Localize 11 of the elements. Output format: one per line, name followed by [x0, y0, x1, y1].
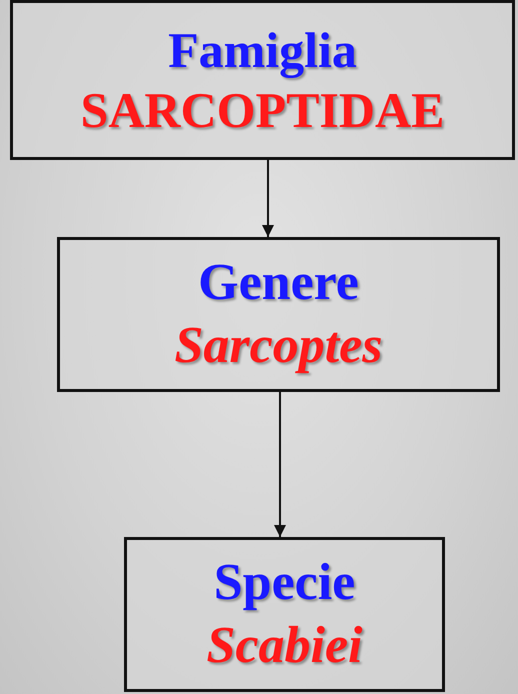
rank-label: Specie — [214, 553, 356, 614]
taxon-name: Sarcoptes — [174, 316, 382, 376]
rank-label: Genere — [198, 253, 359, 314]
taxon-box — [10, 0, 515, 160]
taxon-box — [124, 537, 445, 692]
taxon-box — [57, 237, 500, 392]
arrow — [274, 392, 286, 537]
arrow — [262, 160, 274, 237]
rank-label: Famiglia — [168, 21, 357, 80]
taxon-name: Scabiei — [206, 616, 362, 676]
taxon-name: SARCOPTIDAE — [80, 81, 444, 140]
